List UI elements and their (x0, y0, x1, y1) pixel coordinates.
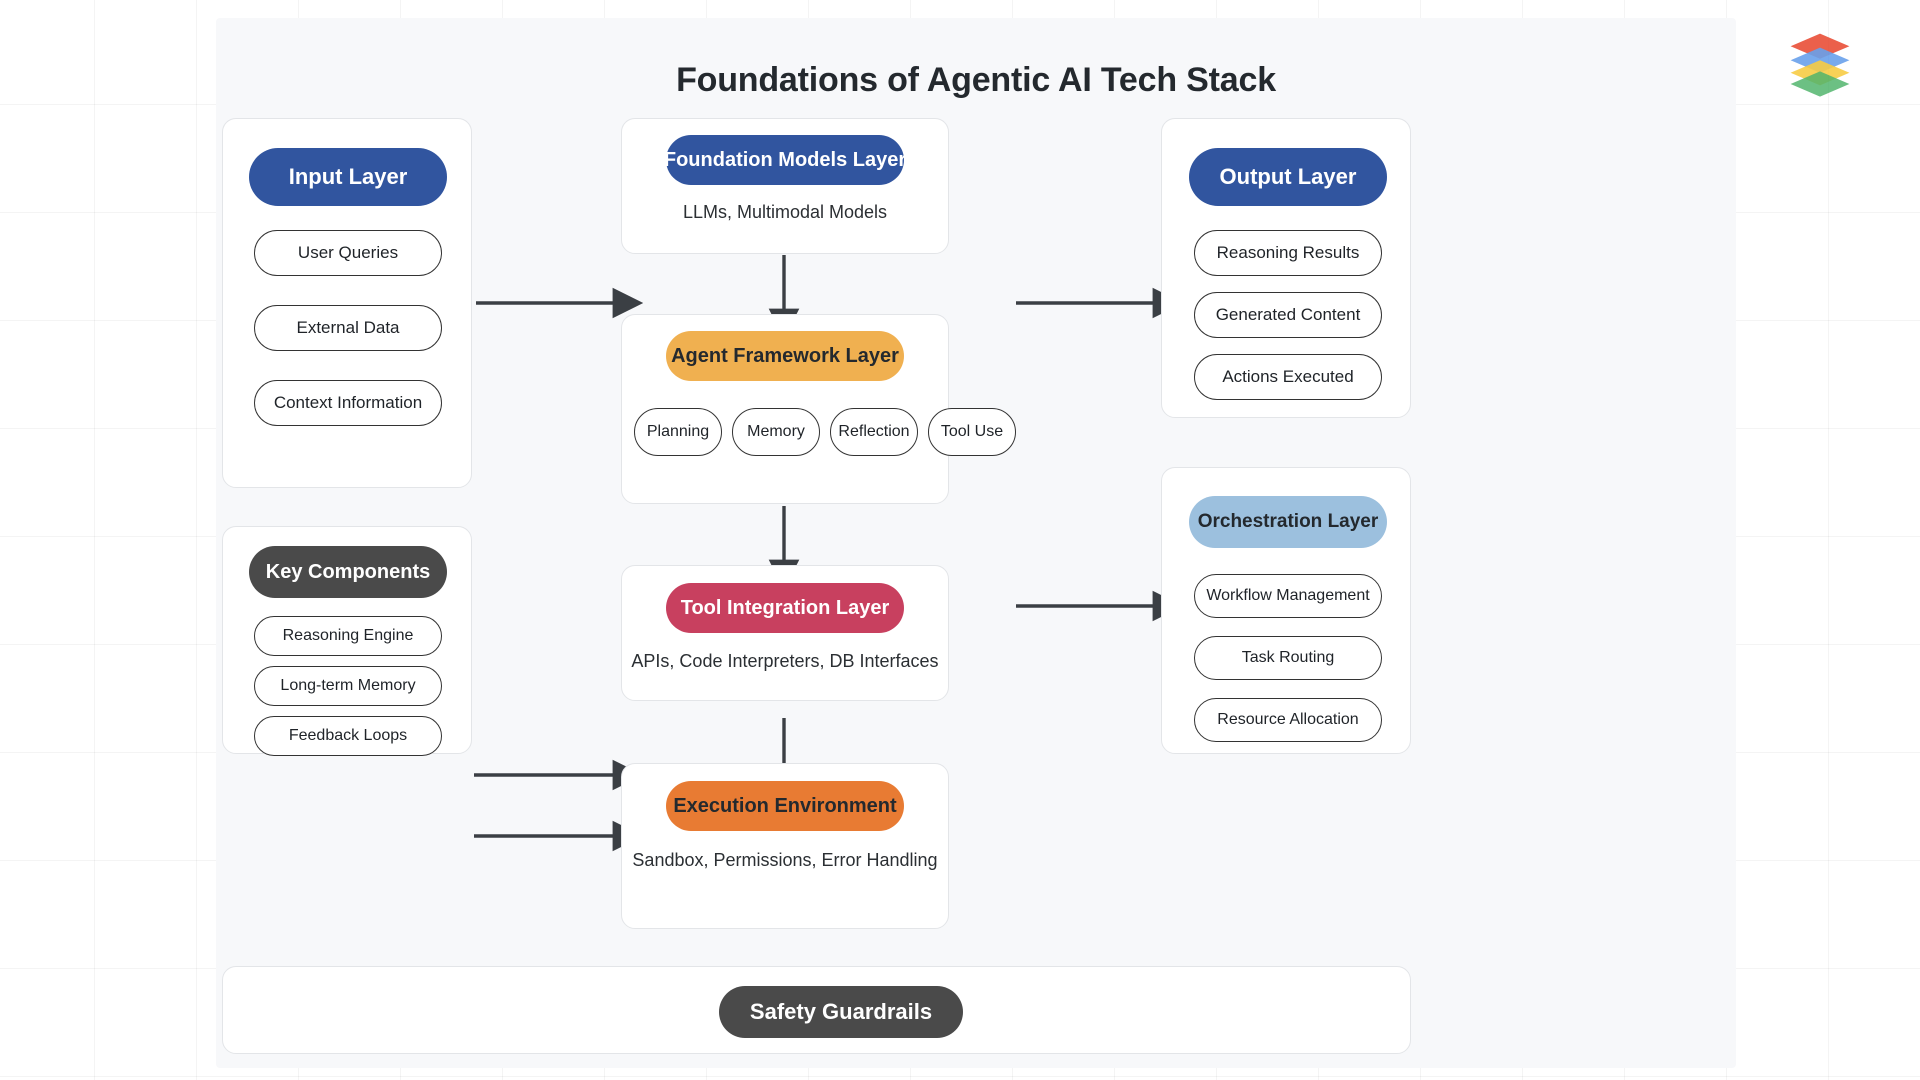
agent-framework-item-label: Memory (747, 423, 805, 440)
agent-framework-item-planning[interactable]: Planning (634, 408, 722, 456)
execution-environment-header-label: Execution Environment (673, 794, 897, 817)
layers-logo-icon (1785, 28, 1855, 98)
caption-text: APIs, Code Interpreters, DB Interfaces (631, 651, 939, 671)
key-component-reasoning-engine[interactable]: Reasoning Engine (254, 616, 442, 656)
safety-guardrails-header-label: Safety Guardrails (749, 999, 933, 1024)
orchestration-layer-header[interactable]: Orchestration Layer (1189, 496, 1387, 548)
input-item-context-information[interactable]: Context Information (254, 380, 442, 426)
foundation-models-header[interactable]: Foundation Models Layer (663, 135, 907, 185)
tool-integration-header-label: Tool Integration Layer (680, 596, 890, 619)
output-item-reasoning-results[interactable]: Reasoning Results (1194, 230, 1382, 276)
output-item-label: Actions Executed (1222, 367, 1354, 386)
key-component-feedback-loops[interactable]: Feedback Loops (254, 716, 442, 756)
input-item-user-queries[interactable]: User Queries (254, 230, 442, 276)
caption-text: Sandbox, Permissions, Error Handling (632, 850, 938, 870)
agent-framework-item-label: Tool Use (940, 423, 1004, 440)
output-layer-header[interactable]: Output Layer (1189, 148, 1387, 206)
input-layer-header-label: Input Layer (288, 164, 408, 189)
agent-framework-header[interactable]: Agent Framework Layer (666, 331, 904, 381)
foundation-models-header-label: Foundation Models Layer (663, 148, 907, 171)
input-item-external-data[interactable]: External Data (254, 305, 442, 351)
execution-environment-caption: Sandbox, Permissions, Error Handling (621, 850, 949, 871)
output-layer-header-label: Output Layer (1219, 164, 1357, 189)
orchestration-item-label: Task Routing (1241, 649, 1335, 666)
caption-text: LLMs, Multimodal Models (682, 202, 888, 222)
agent-framework-item-tool-use[interactable]: Tool Use (928, 408, 1016, 456)
output-item-label: Generated Content (1215, 305, 1361, 324)
agent-framework-item-label: Planning (646, 423, 710, 440)
orchestration-item-label: Resource Allocation (1217, 711, 1359, 728)
key-component-label: Long-term Memory (280, 677, 416, 694)
key-component-label: Reasoning Engine (282, 627, 414, 644)
foundation-models-caption: LLMs, Multimodal Models (621, 202, 949, 223)
tool-integration-caption: APIs, Code Interpreters, DB Interfaces (621, 651, 949, 672)
agent-framework-header-label: Agent Framework Layer (671, 344, 899, 367)
output-item-label: Reasoning Results (1216, 243, 1360, 262)
key-component-label: Feedback Loops (288, 727, 408, 744)
output-item-generated-content[interactable]: Generated Content (1194, 292, 1382, 338)
orchestration-layer-header-label: Orchestration Layer (1197, 511, 1379, 532)
tool-integration-header[interactable]: Tool Integration Layer (666, 583, 904, 633)
output-item-actions-executed[interactable]: Actions Executed (1194, 354, 1382, 400)
key-components-header-label: Key Components (265, 560, 431, 583)
input-item-label: Context Information (273, 393, 423, 412)
agent-framework-item-label: Reflection (838, 423, 910, 440)
input-item-label: User Queries (297, 243, 399, 262)
key-components-header[interactable]: Key Components (249, 546, 447, 598)
agent-framework-item-reflection[interactable]: Reflection (830, 408, 918, 456)
orchestration-item-label: Workflow Management (1206, 587, 1370, 604)
key-component-long-term-memory[interactable]: Long-term Memory (254, 666, 442, 706)
execution-environment-header[interactable]: Execution Environment (666, 781, 904, 831)
input-layer-header[interactable]: Input Layer (249, 148, 447, 206)
agent-framework-item-memory[interactable]: Memory (732, 408, 820, 456)
orchestration-item-task-routing[interactable]: Task Routing (1194, 636, 1382, 680)
orchestration-item-workflow-management[interactable]: Workflow Management (1194, 574, 1382, 618)
diagram-canvas: Foundations of Agentic AI Tech Stack (216, 18, 1736, 1068)
input-item-label: External Data (296, 318, 400, 337)
orchestration-item-resource-allocation[interactable]: Resource Allocation (1194, 698, 1382, 742)
page-title: Foundations of Agentic AI Tech Stack (676, 60, 1276, 99)
safety-guardrails-header[interactable]: Safety Guardrails (719, 986, 963, 1038)
